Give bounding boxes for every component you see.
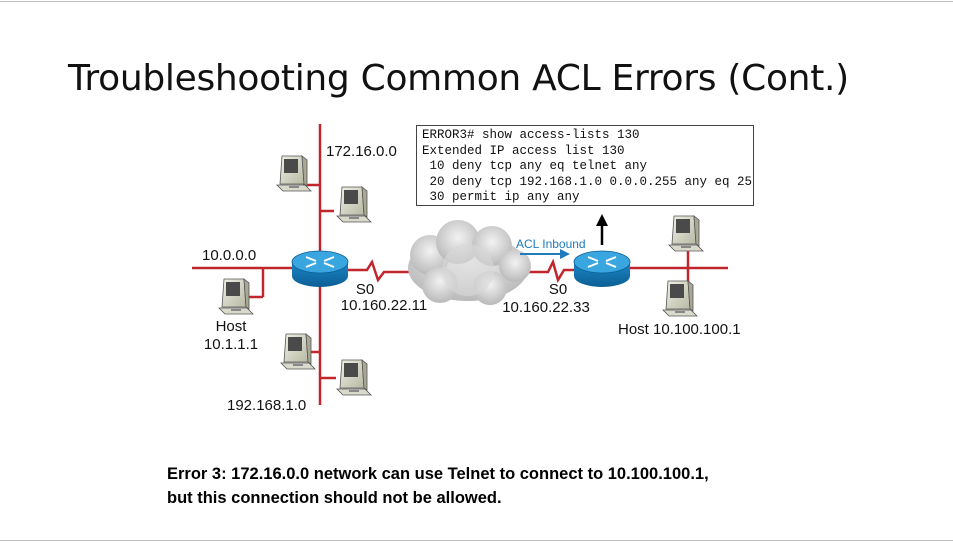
- pc-right-host-icon: [662, 280, 698, 317]
- acl-output-line: Extended IP access list 130: [422, 143, 625, 158]
- up-arrow-icon: [596, 214, 608, 245]
- left-host-label-line2: 10.1.1.1: [203, 336, 259, 353]
- slide-title: Troubleshooting Common ACL Errors (Cont.…: [68, 58, 849, 99]
- acl-output-box: ERROR3# show access-lists 130 Extended I…: [416, 125, 754, 206]
- right-router-icon: [573, 250, 631, 287]
- right-host-label: Host 10.100.100.1: [618, 321, 741, 338]
- bottom-border: [0, 540, 953, 541]
- left-router-icon: [291, 250, 349, 287]
- top-border: [0, 1, 953, 2]
- acl-inbound-arrow-icon: [520, 249, 570, 259]
- error-caption: Error 3: 172.16.0.0 network can use Teln…: [167, 462, 709, 510]
- pc-bottom-2-icon: [336, 359, 372, 396]
- right-router-ip: 10.160.22.33: [502, 299, 590, 316]
- acl-inbound-label: ACL Inbound: [516, 237, 586, 251]
- acl-output-line: 20 deny tcp 192.168.1.0 0.0.0.255 any eq…: [422, 174, 753, 189]
- left-host-label-line1: Host: [215, 318, 247, 335]
- pc-right-top-icon: [668, 215, 704, 252]
- right-router-interface: S0: [548, 281, 568, 298]
- wan-cloud: [408, 220, 531, 305]
- pc-left-host-icon: [218, 278, 254, 315]
- left-router-ip: 10.160.22.11: [340, 297, 428, 314]
- pc-top-2-icon: [336, 186, 372, 223]
- network-192-label: 192.168.1.0: [227, 397, 307, 414]
- network-172-label: 172.16.0.0: [326, 143, 397, 160]
- acl-output-line: 30 permit ip any any: [422, 190, 580, 204]
- acl-output-line: ERROR3# show access-lists 130: [422, 128, 640, 142]
- left-router-interface: S0: [355, 281, 375, 298]
- pc-top-1-icon: [276, 155, 312, 192]
- pc-bottom-1-icon: [280, 333, 316, 370]
- error-caption-line2: but this connection should not be allowe…: [167, 489, 502, 507]
- network-10-label: 10.0.0.0: [202, 247, 257, 264]
- acl-output-line: 10 deny tcp any eq telnet any: [422, 159, 648, 173]
- error-caption-line1: Error 3: 172.16.0.0 network can use Teln…: [167, 465, 709, 483]
